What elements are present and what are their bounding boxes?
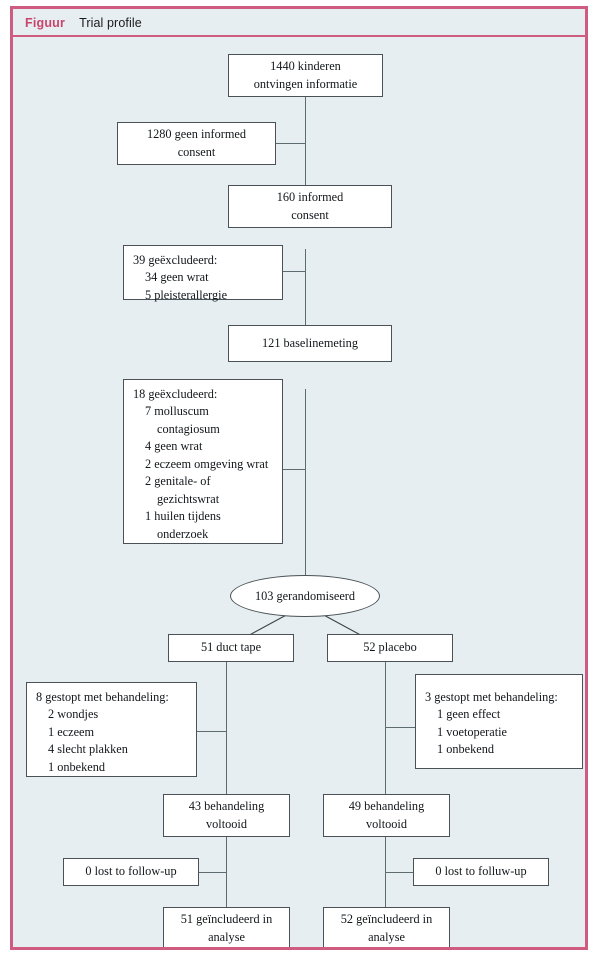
node-stopped-right-line-1: 3 gestopt met behandeling: bbox=[425, 690, 558, 704]
node-stopped-left-line-2: 2 wondjes bbox=[48, 707, 99, 722]
node-lost-right[interactable]: 0 lost to folluw-up bbox=[413, 858, 549, 886]
node-arm-ducttape[interactable]: 51 duct tape bbox=[168, 634, 294, 662]
node-completed-left-line-2: voltooid bbox=[206, 816, 247, 831]
node-excluded-18-line-2: 7 molluscum bbox=[145, 404, 209, 419]
node-stopped-right-line-2: 1 geen effect bbox=[437, 707, 501, 722]
node-no-consent-line-1: 1280 geen informed bbox=[146, 127, 247, 142]
figure-title: Trial profile bbox=[79, 16, 142, 30]
node-excluded-39[interactable]: 39 geëxcludeerd: 34 geen wrat 5 pleister… bbox=[123, 245, 283, 302]
node-randomised[interactable]: 103 gerandomiseerd bbox=[230, 575, 380, 617]
connector-stopped-left bbox=[196, 731, 227, 732]
flowchart-canvas: 1440 kinderen ontvingen informatie 1280 … bbox=[13, 37, 585, 947]
connector-lost-left bbox=[199, 872, 227, 873]
node-excluded-18-line-3: contagiosum bbox=[157, 421, 220, 436]
node-randomised-line-1: 103 gerandomiseerd bbox=[254, 588, 356, 603]
node-excluded-39-line-2: 34 geen wrat bbox=[145, 270, 209, 285]
node-enrolled-line-1: 1440 kinderen bbox=[270, 59, 341, 74]
connector-enrolled-to-consent bbox=[305, 97, 306, 207]
node-stopped-right-line-4: 1 onbekend bbox=[437, 742, 495, 757]
connector-left-completed-to-analysed bbox=[226, 837, 227, 927]
node-excluded-18[interactable]: 18 geëxcludeerd: 7 molluscum contagiosum… bbox=[123, 379, 283, 544]
connector-excluded-39 bbox=[282, 271, 306, 272]
node-consent-line-1: 160 informed bbox=[276, 190, 344, 205]
node-excluded-39-line-3: 5 pleisterallergie bbox=[145, 287, 228, 302]
node-baseline[interactable]: 121 baselinemeting bbox=[228, 325, 392, 362]
node-stopped-left-line-4: 4 slecht plakken bbox=[48, 742, 128, 757]
connector-right-arm-trunk bbox=[385, 661, 386, 801]
node-analysed-right[interactable]: 52 geïncludeerd in analyse bbox=[323, 907, 450, 947]
node-analysed-right-line-1: 52 geïncludeerd in bbox=[340, 912, 433, 927]
connector-lost-right bbox=[385, 872, 413, 873]
connector-excluded-18 bbox=[282, 469, 306, 470]
node-excluded-18-line-4: 4 geen wrat bbox=[145, 439, 203, 454]
connector-consent-to-baseline bbox=[305, 249, 306, 345]
node-stopped-right[interactable]: 3 gestopt met behandeling: 1 geen effect… bbox=[415, 674, 583, 769]
node-excluded-18-line-9: onderzoek bbox=[157, 526, 209, 541]
node-completed-left[interactable]: 43 behandeling voltooid bbox=[163, 794, 290, 837]
node-stopped-left-line-5: 1 onbekend bbox=[48, 759, 106, 774]
node-lost-right-line-1: 0 lost to folluw-up bbox=[435, 864, 527, 879]
node-baseline-line-1: 121 baselinemeting bbox=[262, 335, 358, 350]
node-completed-right-line-2: voltooid bbox=[366, 816, 407, 831]
node-analysed-left-line-2: analyse bbox=[208, 929, 245, 944]
node-analysed-right-line-2: analyse bbox=[368, 929, 405, 944]
node-analysed-left-line-1: 51 geïncludeerd in bbox=[180, 912, 273, 927]
node-excluded-18-line-5: 2 eczeem omgeving wrat bbox=[145, 456, 269, 471]
node-no-consent[interactable]: 1280 geen informed consent bbox=[117, 122, 276, 165]
node-excluded-18-line-8: 1 huilen tijdens bbox=[145, 509, 221, 524]
node-excluded-39-line-1: 39 geëxcludeerd: bbox=[133, 253, 218, 267]
node-arm-ducttape-line-1: 51 duct tape bbox=[200, 640, 262, 655]
figure-label: Figuur bbox=[25, 16, 66, 30]
node-analysed-left[interactable]: 51 geïncludeerd in analyse bbox=[163, 907, 290, 947]
connector-baseline-to-randomised bbox=[305, 389, 306, 577]
node-lost-left[interactable]: 0 lost to follow-up bbox=[63, 858, 199, 886]
figure-header: Figuur Trial profile bbox=[13, 9, 585, 37]
node-arm-placebo[interactable]: 52 placebo bbox=[327, 634, 453, 662]
node-stopped-right-line-3: 1 voetoperatie bbox=[437, 724, 507, 739]
connector-no-consent bbox=[275, 143, 306, 144]
node-stopped-left-line-1: 8 gestopt met behandeling: bbox=[36, 690, 169, 704]
figure-frame: Figuur Trial profile 1440 kinderen ontvi… bbox=[10, 6, 588, 950]
node-enrolled[interactable]: 1440 kinderen ontvingen informatie bbox=[228, 54, 383, 97]
node-completed-right[interactable]: 49 behandeling voltooid bbox=[323, 794, 450, 837]
node-excluded-18-line-1: 18 geëxcludeerd: bbox=[133, 387, 218, 401]
node-consent-line-2: consent bbox=[291, 207, 329, 222]
node-consent[interactable]: 160 informed consent bbox=[228, 185, 392, 228]
node-excluded-18-line-7: gezichtswrat bbox=[157, 491, 220, 506]
node-completed-left-line-1: 43 behandeling bbox=[188, 799, 265, 814]
node-arm-placebo-line-1: 52 placebo bbox=[363, 640, 417, 655]
node-completed-right-line-1: 49 behandeling bbox=[348, 799, 425, 814]
node-stopped-left-line-3: 1 eczeem bbox=[48, 724, 95, 739]
connector-right-completed-to-analysed bbox=[385, 837, 386, 927]
node-no-consent-line-2: consent bbox=[177, 144, 216, 159]
connector-stopped-right bbox=[385, 727, 415, 728]
node-lost-left-line-1: 0 lost to follow-up bbox=[85, 864, 177, 879]
node-excluded-18-line-6: 2 genitale- of bbox=[145, 474, 211, 489]
node-enrolled-line-2: ontvingen informatie bbox=[253, 76, 358, 91]
node-stopped-left[interactable]: 8 gestopt met behandeling: 2 wondjes 1 e… bbox=[26, 682, 197, 777]
